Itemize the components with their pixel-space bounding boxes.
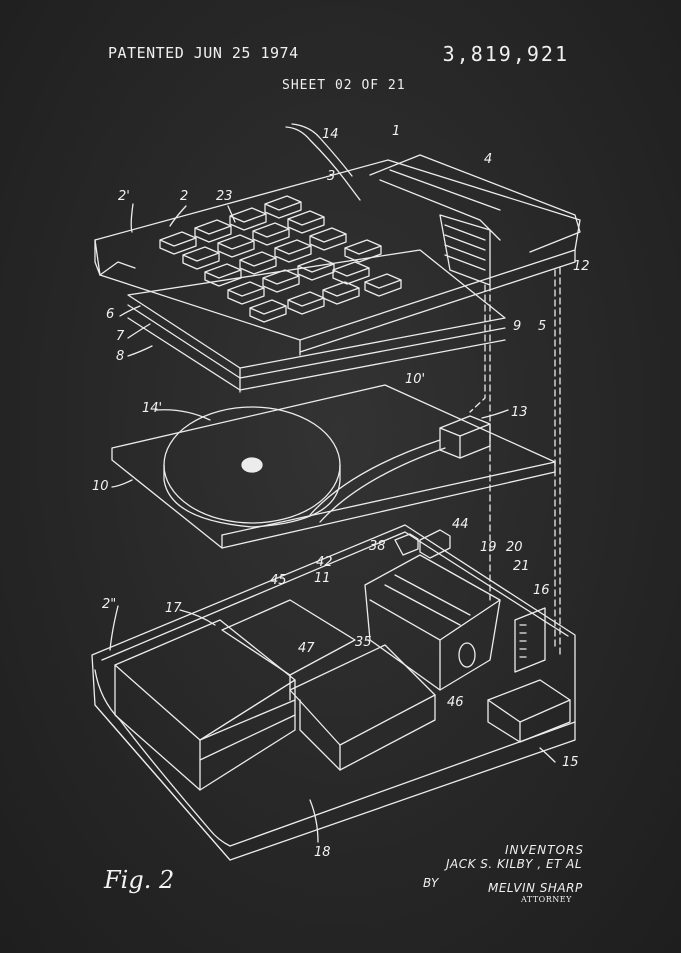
ref-8: 8 (116, 349, 124, 364)
numeral-leaders (109, 203, 556, 843)
ref-6: 6 (106, 307, 114, 322)
ref-21: 21 (513, 559, 530, 574)
ref-44: 44 (452, 517, 469, 532)
ref-46: 46 (447, 695, 464, 710)
base-housing (91, 524, 576, 861)
printer-mechanism (364, 529, 501, 691)
ref-16: 16 (533, 583, 550, 598)
attorney-name: MELVIN SHARP (488, 881, 583, 895)
ref-18: 18 (314, 845, 331, 860)
ref-14: 14 (322, 127, 339, 142)
by-label: BY (423, 876, 439, 890)
ref-9: 9 (513, 319, 521, 334)
battery-blocks (114, 599, 436, 791)
inventor-name: JACK S. KILBY , ET AL (446, 857, 583, 871)
keyboard-layers (127, 249, 506, 393)
ref-2-prime: 2' (118, 189, 130, 204)
ref-13: 13 (511, 405, 528, 420)
keyboard-housing (94, 154, 581, 356)
ref-14-prime: 14' (142, 401, 162, 416)
cassette-plate (111, 384, 556, 549)
ref-19: 19 (480, 540, 497, 555)
patent-date: PATENTED JUN 25 1974 (108, 44, 299, 62)
ref-35: 35 (355, 635, 372, 650)
ribbon-cable (285, 123, 491, 286)
ref-12: 12 (573, 259, 590, 274)
ref-17: 17 (165, 601, 182, 616)
ref-47: 47 (298, 641, 315, 656)
ref-23: 23 (216, 189, 233, 204)
ref-15: 15 (562, 755, 579, 770)
ref-38: 38 (369, 539, 386, 554)
ref-42: 42 (316, 555, 333, 570)
ref-45: 45 (270, 573, 287, 588)
ref-10-prime: 10' (405, 372, 425, 387)
ref-10: 10 (92, 479, 109, 494)
keypad-keys (159, 195, 402, 323)
ref-4: 4 (484, 152, 492, 167)
inventors-title: INVENTORS (505, 843, 585, 857)
attorney-title: ATTORNEY (521, 895, 572, 904)
sheet-number: SHEET 02 OF 21 (282, 78, 406, 93)
reference-numerals: 14 1 3 4 2' 2 23 12 6 7 8 9 5 10' 14' 13… (92, 124, 590, 860)
ref-11: 11 (314, 571, 331, 586)
ref-2: 2 (180, 189, 188, 204)
leader-lines (469, 267, 561, 656)
ref-5: 5 (538, 319, 546, 334)
figure-label: Fig. 2 (104, 866, 175, 894)
ref-20: 20 (506, 540, 523, 555)
patent-number: 3,819,921 (442, 42, 569, 66)
circuit-board (487, 607, 571, 743)
ref-3: 3 (327, 169, 335, 184)
ref-7: 7 (116, 329, 125, 344)
ref-2-double-prime: 2" (102, 597, 116, 612)
ref-1: 1 (392, 124, 400, 139)
